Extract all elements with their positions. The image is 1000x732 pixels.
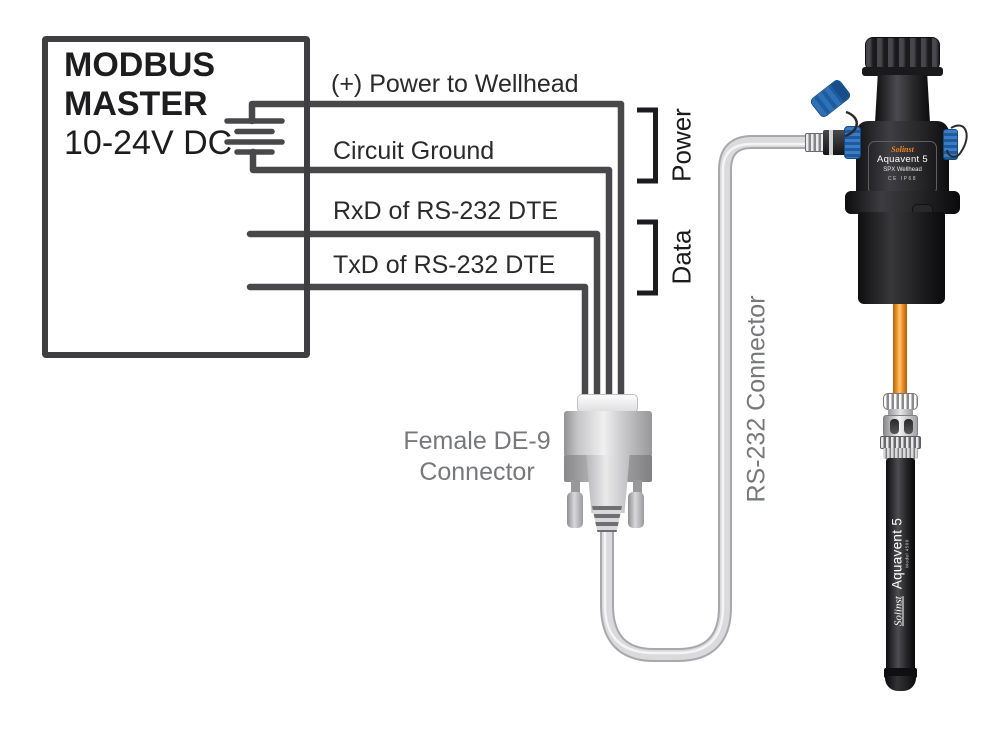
logger-brand: Solinst [892, 596, 905, 627]
wellhead-device: Solinst Aquavent 5 SPX Wellhead CE IP68 [800, 30, 975, 310]
wellhead-body [856, 121, 949, 193]
logger-ribbed-band-2 [883, 448, 918, 459]
logger-connector-slot [904, 419, 913, 434]
wellhead-dust-cap [808, 78, 853, 119]
wellhead-left-port [844, 126, 861, 159]
wellhead-port-metal-ring [805, 133, 825, 152]
modbus-line1: MODBUS [64, 46, 216, 84]
wellhead-model: SPX Wellhead [883, 167, 922, 173]
logger-connector-body [883, 415, 918, 437]
modbus-master-text: MODBUS MASTER 10-24V DC [64, 46, 232, 163]
serial-cable [600, 135, 812, 662]
label-power-group: Power [666, 108, 697, 182]
label-rs232-connector: RS-232 Connector [742, 295, 771, 503]
wire-rxd [246, 230, 601, 404]
logger-label: Solinst Aquavent 5 Model 4500 [889, 517, 910, 627]
logger-knurled-ring [883, 393, 918, 410]
battery-symbol [224, 118, 285, 155]
logger-product: Aquavent 5 [889, 517, 905, 590]
label-data-group: Data [666, 229, 697, 285]
data-bracket [637, 219, 658, 296]
wellhead-cert-marks: CE IP68 [887, 176, 918, 182]
de9-strain-relief [592, 506, 622, 532]
wire-txd [246, 283, 589, 404]
wellhead-flange [845, 191, 960, 214]
wellhead-neck [875, 75, 930, 123]
de9-nose [586, 455, 630, 513]
label-power-wire: (+) Power to Wellhead [331, 70, 579, 98]
logger-tip [885, 676, 916, 691]
label-de9-line2: Connector [419, 458, 535, 486]
aquavent-logger: Solinst Aquavent 5 Model 4500 [870, 390, 932, 692]
power-bracket [637, 107, 658, 184]
logger-connector-slot [890, 419, 899, 434]
label-de9-line1: Female DE-9 [403, 427, 551, 455]
de9-thumbscrew-neck-right [633, 480, 642, 494]
modbus-voltage: 10-24V DC [64, 124, 233, 162]
wellhead-port-band [829, 130, 833, 155]
wellhead-cap-lip [862, 67, 943, 76]
wellhead-cap [865, 37, 940, 71]
modbus-line2: MASTER [64, 85, 208, 123]
logger-product-wrap: Aquavent 5 Model 4500 [889, 517, 910, 590]
logger-connector-neck [888, 409, 913, 416]
wire-power [248, 100, 625, 404]
logger-tip-band [884, 668, 917, 678]
logger-body-tube [886, 458, 915, 670]
wire-ground [249, 148, 613, 404]
label-ground-wire: Circuit Ground [333, 137, 495, 165]
wellhead-label-panel: Solinst Aquavent 5 SPX Wellhead CE IP68 [868, 141, 937, 195]
wellhead-product: Aquavent 5 [876, 154, 929, 165]
de9-connector-body [564, 411, 652, 457]
wellhead-right-port [943, 129, 958, 160]
modbus-master-box [42, 36, 310, 358]
logger-model: Model 4500 [904, 539, 909, 568]
label-rxd-wire: RxD of RS-232 DTE [333, 197, 559, 225]
vent-cable [893, 300, 907, 393]
de9-thumbscrew-neck-left [571, 480, 580, 494]
wellhead-lower-body [858, 212, 945, 304]
de9-thumbscrew-right [628, 492, 644, 528]
dust-cap-end [830, 79, 851, 102]
de9-thumbscrew-left [567, 492, 583, 528]
label-txd-wire: TxD of RS-232 DTE [333, 251, 556, 279]
wellhead-port-connector [823, 130, 846, 155]
wellhead-brand: Solinst [891, 145, 914, 154]
